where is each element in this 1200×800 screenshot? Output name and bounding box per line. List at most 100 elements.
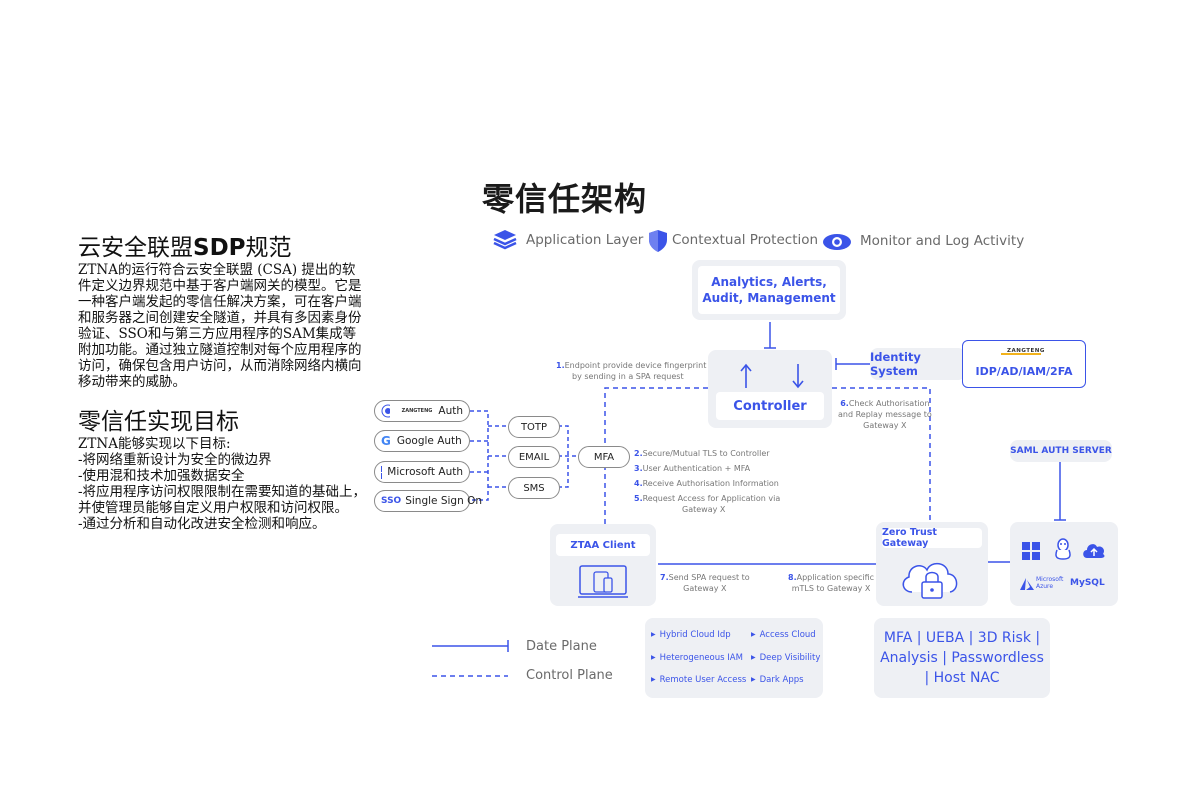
controller-panel: Controller: [708, 350, 832, 428]
goal-item: -通过分析和自动化改进安全检测和响应。: [78, 516, 326, 532]
eye-icon: [823, 234, 851, 250]
step-5: 5.Request Access for Application via: [634, 493, 780, 504]
goals-list: ZTNA能够实现以下目标: -将网络重新设计为安全的微边界 -使用混和技术加强数…: [78, 436, 368, 532]
note-step-8-line1: Application specific: [796, 573, 875, 582]
sdp-heading-suffix: 规范: [245, 235, 292, 261]
microsoft-auth-label: Microsoft Auth: [387, 466, 463, 478]
azure-label-line1: Microsoft: [1036, 576, 1064, 583]
note-step-6-number: 6.: [840, 399, 849, 408]
legend-control-plane: Control Plane: [526, 668, 613, 683]
zangteng-auth-label: Auth: [438, 405, 463, 417]
step-2-text: Secure/Mutual TLS to Controller: [642, 449, 770, 458]
zangteng-logo-text: ZANGTENG: [401, 408, 433, 414]
totp-pill[interactable]: TOTP: [508, 416, 560, 438]
step-3-number: 3.: [634, 464, 643, 473]
ztaa-label: ZTAA Client: [570, 539, 636, 551]
controller-label: Controller: [733, 398, 807, 414]
note-step-6: 6.Check Authorisation and Replay message…: [838, 398, 932, 431]
saml-label: SAML AUTH SERVER: [1010, 446, 1112, 456]
layers-icon: [493, 230, 517, 250]
note-step-6-line1: Check Authorisation: [848, 399, 930, 408]
sso-label: Single Sign On: [405, 495, 482, 507]
note-step-6-line3: Gateway X: [863, 421, 907, 430]
features-panel: Hybrid Cloud Idp Access Cloud Heterogene…: [645, 618, 823, 698]
email-pill[interactable]: EMAIL: [508, 446, 560, 468]
google-auth-label: Google Auth: [396, 435, 462, 447]
apps-panel: Microsoft Azure MySQL: [1010, 522, 1118, 606]
note-step-7-line1: Send SPA request to: [668, 573, 750, 582]
mysql-label: MySQL: [1070, 578, 1105, 588]
controller-arrows-icon: [740, 363, 804, 389]
feature-hybrid-cloud-idp: Hybrid Cloud Idp: [651, 630, 731, 640]
azure-label: Microsoft Azure: [1036, 576, 1063, 590]
microsoft-auth-pill[interactable]: Microsoft Auth: [374, 461, 470, 483]
sdp-heading: 云安全联盟SDP规范: [78, 234, 368, 262]
azure-label-line2: Azure: [1036, 583, 1054, 590]
step-5-text: Request Access for Application via: [642, 494, 781, 503]
sdp-heading-bold: SDP: [193, 235, 246, 261]
step-3-text: User Authentication + MFA: [642, 464, 751, 473]
feature-heterogeneous-iam: Heterogeneous IAM: [651, 653, 743, 663]
analytics-panel: Analytics, Alerts, Audit, Management: [692, 260, 846, 320]
feature-access-cloud: Access Cloud: [751, 630, 816, 640]
goals-intro: ZTNA能够实现以下目标:: [78, 436, 231, 452]
gateway-panel: Zero Trust Gateway: [876, 522, 988, 606]
goal-item: -将应用程序访问权限限制在需要知道的基础上，并使管理员能够自定义用户权限和访问权…: [78, 484, 367, 516]
linux-icon: [1055, 538, 1071, 560]
windows-icon: [1022, 542, 1040, 560]
devices-icon: [578, 565, 628, 598]
note-step-7: 7.Send SPA request to Gateway X: [660, 572, 750, 594]
step-5-text-line2: Gateway X: [682, 505, 726, 514]
identity-panel: Identity System: [870, 348, 966, 380]
left-text-column: 云安全联盟SDP规范 ZTNA的运行符合云安全联盟 (CSA) 提出的软件定义边…: [78, 234, 368, 532]
step-4: 4.Receive Authorisation Information: [634, 476, 780, 491]
azure-icon: [1020, 578, 1034, 590]
identity-label: Identity System: [870, 350, 921, 378]
layer-application: Application Layer: [526, 232, 644, 248]
step-4-text: Receive Authorisation Information: [642, 479, 779, 488]
idp-logo: ZANGTENG: [1007, 348, 1045, 354]
goal-item: -将网络重新设计为安全的微边界: [78, 452, 272, 468]
idp-box: ZANGTENG IDP/AD/IAM/2FA: [962, 340, 1086, 388]
step-2-number: 2.: [634, 449, 643, 458]
note-step-8-line2: mTLS to Gateway X: [791, 584, 871, 593]
note-step-6-line2: and Replay message to: [838, 410, 932, 419]
layer-contextual: Contextual Protection: [672, 232, 819, 248]
note-step-1: 1.Endpoint provide device fingerprint by…: [556, 360, 706, 382]
zangteng-logo-icon: [381, 404, 390, 418]
sdp-heading-prefix: 云安全联盟: [78, 235, 193, 261]
goals-heading: 零信任实现目标: [78, 409, 239, 435]
note-step-8: 8.Application specific mTLS to Gateway X: [788, 572, 874, 594]
cloud-upload-icon: [1083, 544, 1105, 558]
idp-label: IDP/AD/IAM/2FA: [975, 365, 1073, 378]
note-step-1-line1: Endpoint provide device fingerprint: [564, 361, 707, 370]
diagram-title: 零信任架构: [482, 180, 648, 218]
saml-panel: SAML AUTH SERVER: [1010, 440, 1112, 462]
step-4-number: 4.: [634, 479, 643, 488]
google-auth-pill[interactable]: G Google Auth: [374, 430, 470, 452]
goal-item: -使用混和技术加强数据安全: [78, 468, 245, 484]
shield-icon: [649, 230, 667, 252]
legend-date-plane: Date Plane: [526, 639, 597, 654]
note-step-1-number: 1.: [556, 361, 565, 370]
gateway-label: Zero Trust Gateway: [882, 527, 937, 549]
note-step-7-number: 7.: [660, 573, 669, 582]
mfa-features-panel: MFA | UEBA | 3D Risk | Analysis | Passwo…: [874, 618, 1050, 698]
step-2: 2.Secure/Mutual TLS to Controller: [634, 446, 780, 461]
sms-pill[interactable]: SMS: [508, 477, 560, 499]
feature-remote-user-access: Remote User Access: [651, 675, 747, 685]
layer-monitor: Monitor and Log Activity: [860, 233, 1025, 249]
zangteng-auth-pill[interactable]: ZANGTENG Auth: [374, 400, 470, 422]
idp-logo-bar: [1001, 353, 1041, 355]
analytics-label: Analytics, Alerts, Audit, Management: [702, 275, 836, 305]
feature-deep-visibility: Deep Visibility: [751, 653, 821, 663]
cloud-lock-icon: [902, 562, 958, 599]
feature-dark-apps: Dark Apps: [751, 675, 804, 685]
note-step-7-line2: Gateway X: [683, 584, 727, 593]
mfa-pill[interactable]: MFA: [578, 446, 630, 468]
note-step-1-line2: by sending in a SPA request: [572, 372, 684, 381]
note-step-8-number: 8.: [788, 573, 797, 582]
sso-pill[interactable]: SSO Single Sign On: [374, 490, 482, 512]
ztaa-client-panel: ZTAA Client: [550, 524, 656, 606]
